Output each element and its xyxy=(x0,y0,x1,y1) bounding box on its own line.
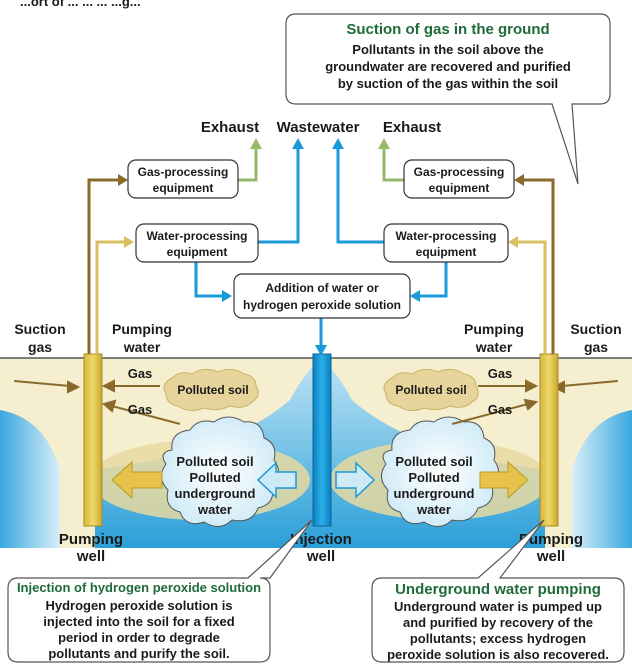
gas-processing-box-right: Gas-processing equipment xyxy=(403,159,515,199)
callout-injection-line-4: pollutants and purify the soil. xyxy=(48,646,229,661)
gas-label-right-1: Gas xyxy=(488,366,513,381)
svg-text:equipment: equipment xyxy=(429,181,490,195)
callout-pumping-line-1: Underground water is pumped up xyxy=(394,599,602,614)
gas-arrows xyxy=(13,379,619,425)
pumping-water-right-2: water xyxy=(475,339,513,355)
svg-text:hydrogen peroxide solution: hydrogen peroxide solution xyxy=(243,298,401,312)
exhaust-arrowhead-left xyxy=(250,138,262,149)
svg-text:equipment: equipment xyxy=(153,181,214,195)
pumping-water-right-1: Pumping xyxy=(464,321,524,337)
svg-text:Water-processing: Water-processing xyxy=(396,229,497,243)
wastewater-label: Wastewater xyxy=(277,119,360,136)
pumping-water-left-1: Pumping xyxy=(112,321,172,337)
pollution-cloud-left: Polluted soil Polluted underground water xyxy=(161,416,279,527)
cloud-right-line-2: Polluted xyxy=(408,470,459,485)
pumping-well-right xyxy=(539,353,559,527)
flow-arrow-left-outward xyxy=(111,460,163,500)
wastewater-arrowhead-right xyxy=(332,138,344,149)
svg-text:Gas-processing: Gas-processing xyxy=(138,165,229,179)
callout-injection-line-3: period in order to degrade xyxy=(58,630,220,645)
groundwater-right-edge xyxy=(572,410,632,548)
polluted-soil-blob-left: Polluted soil xyxy=(163,368,259,412)
polluted-soil-label-right: Polluted soil xyxy=(395,383,466,397)
suction-gas-left-1: Suction xyxy=(14,321,65,337)
addition-box: Addition of water or hydrogen peroxide s… xyxy=(233,273,411,319)
water-pipes xyxy=(95,240,547,354)
polluted-soil-label-left: Polluted soil xyxy=(177,383,248,397)
svg-text:equipment: equipment xyxy=(167,245,228,259)
svg-text:Addition of water or: Addition of water or xyxy=(265,281,379,295)
exhaust-label-left: Exhaust xyxy=(201,119,259,136)
gas-pipe-arrowhead-right xyxy=(514,174,524,186)
suction-gas-left-2: gas xyxy=(28,339,52,355)
pumping-well-left xyxy=(83,353,103,527)
wastewater-arrowhead-left xyxy=(292,138,304,149)
exhaust-arrowhead-right xyxy=(378,138,390,149)
exhaust-pipes xyxy=(238,146,404,182)
water-pipe-arrowhead-left xyxy=(124,236,134,248)
callout-suction-title: Suction of gas in the ground xyxy=(346,21,549,38)
pumping-well-left-label-2: well xyxy=(76,548,105,565)
gas-label-left-1: Gas xyxy=(128,366,153,381)
injection-well-label-1: Injection xyxy=(290,531,352,548)
callout-suction-line-2: groundwater are recovered and purified xyxy=(325,59,571,74)
callout-pumping-line-3: pollutants; excess hydrogen xyxy=(410,631,586,646)
callout-pumping-title: Underground water pumping xyxy=(395,581,601,598)
callout-pumping: Underground water pumping Underground wa… xyxy=(371,519,625,663)
cloud-left-line-4: water xyxy=(197,502,232,517)
callout-pumping-line-2: and purified by recovery of the xyxy=(403,615,593,630)
groundwater-left-edge xyxy=(0,410,60,548)
callout-injection-line-2: injected into the soil for a fixed xyxy=(43,614,234,629)
addition-in-arrowhead-right xyxy=(410,290,420,302)
addition-in-arrowhead-left xyxy=(222,290,232,302)
injection-arrowhead xyxy=(315,345,327,356)
header-partial: ...ort of ... ... ... ...g... xyxy=(20,0,141,9)
flow-arrow-left-inner xyxy=(256,461,297,499)
suction-gas-right-2: gas xyxy=(584,339,608,355)
svg-text:Gas-processing: Gas-processing xyxy=(414,165,505,179)
callout-injection: Injection of hydrogen peroxide solution … xyxy=(7,519,313,663)
cloud-left-line-3: underground xyxy=(175,486,256,501)
pollution-cloud-right: Polluted soil Polluted underground water xyxy=(381,416,499,527)
gas-label-left-2: Gas xyxy=(128,402,153,417)
callout-suction-gas: Suction of gas in the ground Pollutants … xyxy=(285,13,611,185)
suction-gas-right-1: Suction xyxy=(570,321,621,337)
callout-injection-title: Injection of hydrogen peroxide solution xyxy=(17,580,261,595)
pumping-well-right-label-2: well xyxy=(536,548,565,565)
water-pipe-arrowhead-right xyxy=(508,236,518,248)
callout-pumping-line-4: peroxide solution is also recovered. xyxy=(387,647,609,662)
water-processing-box-right: Water-processing equipment xyxy=(383,223,509,263)
water-processing-box-left: Water-processing equipment xyxy=(135,223,259,263)
gas-label-right-2: Gas xyxy=(488,402,513,417)
cloud-left-line-1: Polluted soil xyxy=(176,454,253,469)
exhaust-label-right: Exhaust xyxy=(383,119,441,136)
pumping-well-left-label-1: Pumping xyxy=(59,531,123,548)
cloud-right-line-3: underground xyxy=(394,486,475,501)
svg-text:equipment: equipment xyxy=(416,245,477,259)
injection-well xyxy=(312,353,332,527)
pumping-water-left-2: water xyxy=(123,339,161,355)
polluted-soil-blob-right: Polluted soil xyxy=(383,368,479,412)
callout-suction-line-3: by suction of the gas within the soil xyxy=(338,76,558,91)
flow-arrow-right-inner xyxy=(335,461,376,499)
pumping-well-right-label-1: Pumping xyxy=(519,531,583,548)
gas-pipes xyxy=(87,178,555,354)
svg-text:Water-processing: Water-processing xyxy=(147,229,248,243)
flow-arrow-right-outward xyxy=(479,460,529,500)
gas-processing-box-left: Gas-processing equipment xyxy=(127,159,239,199)
callout-suction-line-1: Pollutants in the soil above the xyxy=(352,42,543,57)
gas-pipe-arrowhead-left xyxy=(118,174,128,186)
cloud-right-line-4: water xyxy=(416,502,451,517)
cloud-right-line-1: Polluted soil xyxy=(395,454,472,469)
cloud-left-line-2: Polluted xyxy=(189,470,240,485)
callout-injection-line-1: Hydrogen peroxide solution is xyxy=(45,598,232,613)
wastewater-pipes xyxy=(194,146,448,348)
injection-well-label-2: well xyxy=(306,548,335,565)
